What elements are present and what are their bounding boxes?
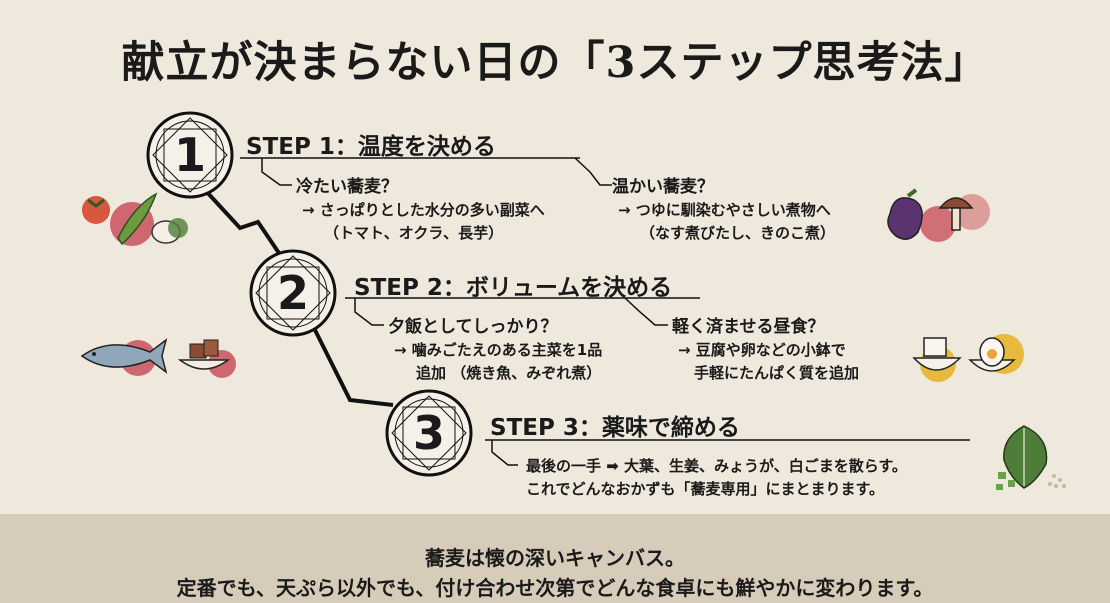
option-examples: 追加 （焼き魚、みぞれ煮） bbox=[416, 364, 602, 382]
shiso-leaf-and-condiments-icon bbox=[996, 425, 1066, 490]
footer-line-2: 定番でも、天ぷら以外でも、付け合わせ次第でどんな食卓にも鮮やかに変わります。 bbox=[176, 576, 934, 600]
tomato-okra-yam-icon bbox=[82, 192, 188, 246]
step-2-circle: 2 bbox=[248, 248, 338, 338]
ornament-ring-icon bbox=[385, 389, 473, 477]
step-3-heading: STEP 3：薬味で締める bbox=[490, 415, 740, 441]
option-question: 軽く済ませる昼食？ bbox=[672, 317, 825, 337]
option-detail: → さっぱりとした水分の多い副菜へ bbox=[302, 201, 545, 219]
option-question: 冷たい蕎麦？ bbox=[296, 177, 398, 197]
step-3-line-2: これでどんなおかずも「蕎麦専用」にまとまります。 bbox=[526, 480, 885, 498]
option-question: 夕飯としてしっかり？ bbox=[388, 317, 558, 337]
option-examples: 手軽にたんぱく質を追加 bbox=[694, 364, 860, 382]
option-examples: （なす煮びたし、きのこ煮） bbox=[640, 224, 836, 242]
eggplant-mushroom-icon bbox=[887, 188, 990, 242]
step-1-heading: STEP 1：温度を決める bbox=[246, 134, 496, 160]
option-detail: → 噛みごたえのある主菜を1品 bbox=[394, 341, 603, 359]
step-3-circle: 3 bbox=[384, 388, 474, 478]
step-number: 2 bbox=[276, 266, 309, 320]
option-examples: （トマト、オクラ、長芋） bbox=[324, 224, 504, 242]
ornament-ring-icon bbox=[249, 249, 337, 337]
step-2-heading: STEP 2：ボリュームを決める bbox=[354, 275, 673, 301]
ornament-ring-icon bbox=[146, 111, 234, 199]
tofu-and-egg-bowl-icon bbox=[912, 334, 1024, 382]
footer-banner: 蕎麦は懐の深いキャンバス。 定番でも、天ぷら以外でも、付け合わせ次第でどんな食卓… bbox=[0, 514, 1110, 603]
page-title: 献立が決まらない日の「3ステップ思考法」 bbox=[121, 38, 989, 88]
option-question: 温かい蕎麦？ bbox=[612, 177, 714, 197]
grilled-fish-and-simmered-dish-icon bbox=[80, 338, 236, 378]
footer-line-1: 蕎麦は懐の深いキャンバス。 bbox=[425, 546, 685, 570]
step-1-option-warm: 温かい蕎麦？ → つゆに馴染むやさしい煮物へ （なす煮びたし、きのこ煮） bbox=[612, 176, 835, 245]
step-1-circle: 1 bbox=[145, 110, 235, 200]
step-2-option-dinner: 夕飯としてしっかり？ → 噛みごたえのある主菜を1品 追加 （焼き魚、みぞれ煮） bbox=[388, 316, 602, 385]
step-number: 1 bbox=[173, 128, 206, 182]
option-detail: → 豆腐や卵などの小鉢で bbox=[678, 341, 846, 359]
step-number: 3 bbox=[412, 406, 445, 460]
option-detail: → つゆに馴染むやさしい煮物へ bbox=[618, 201, 831, 219]
step-1-option-cold: 冷たい蕎麦？ → さっぱりとした水分の多い副菜へ （トマト、オクラ、長芋） bbox=[296, 176, 545, 245]
step-3-line-1: 最後の一手 ➡ 大葉、生姜、みょうが、白ごまを散らす。 bbox=[526, 457, 907, 475]
step-2-option-lunch: 軽く済ませる昼食？ → 豆腐や卵などの小鉢で 手軽にたんぱく質を追加 bbox=[672, 316, 859, 385]
step-3-detail: 最後の一手 ➡ 大葉、生姜、みょうが、白ごまを散らす。 これでどんなおかずも「蕎… bbox=[526, 455, 907, 501]
